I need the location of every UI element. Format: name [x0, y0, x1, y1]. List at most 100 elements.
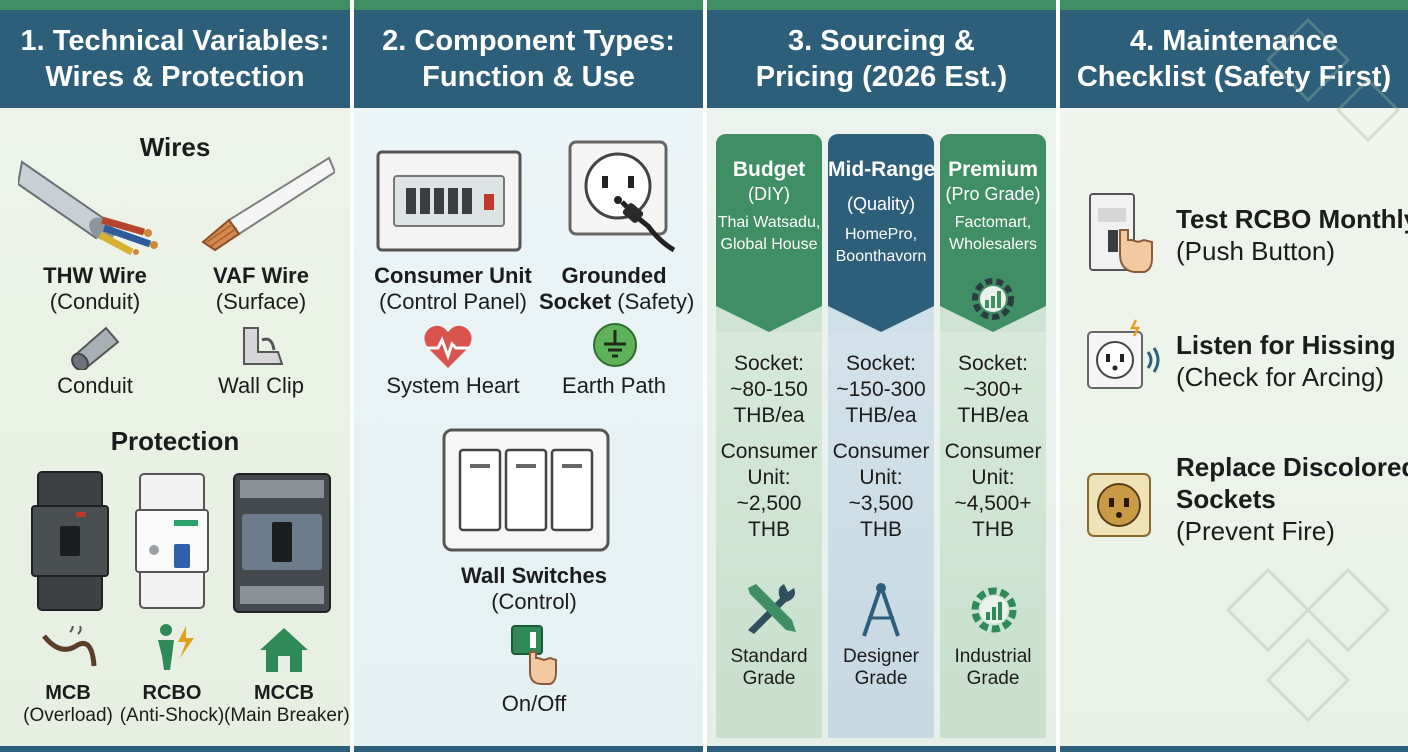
tier-socket-label: Socket:	[957, 352, 1029, 375]
gear-chart-icon	[972, 278, 1014, 320]
panel-wires-protection: 1. Technical Variables: Wires & Protecti…	[0, 0, 350, 752]
tier-cu-price: ~2,500	[736, 492, 802, 515]
maint-item-title: Replace Discolored	[1176, 452, 1408, 482]
maint-item-sub: (Prevent Fire)	[1176, 516, 1335, 546]
panel-title: 1. Technical Variables: Wires & Protecti…	[0, 10, 350, 108]
tier-name: Mid-Range	[828, 158, 934, 181]
panel-title: 2. Component Types: Function & Use	[354, 10, 703, 108]
top-accent-bar	[707, 0, 1056, 10]
tier-cu-label1: Consumer	[944, 440, 1042, 463]
heart-label: System Heart	[386, 373, 520, 398]
socket-name2: Socket	[539, 289, 612, 314]
tier-cu-label2: Unit:	[971, 466, 1015, 489]
tier-grade-line1: Standard	[730, 646, 808, 667]
consumer-unit-icon	[376, 150, 522, 252]
bottom-accent-bar	[354, 746, 703, 752]
tier-cu-label1: Consumer	[720, 440, 818, 463]
wall-clip-label: Wall Clip	[218, 373, 304, 398]
tier-socket-price: ~150-300	[836, 378, 926, 401]
bottom-accent-bar	[1060, 746, 1408, 752]
switch-use: (Control)	[491, 589, 577, 614]
tier-grade-line1: Designer	[842, 646, 920, 667]
tier-cu-price: ~4,500+	[954, 492, 1032, 515]
thw-wire-icon	[18, 160, 158, 255]
burnt-socket-icon	[1087, 473, 1151, 537]
tier-socket-price: ~80-150	[730, 378, 808, 401]
tier-grade-line2: Grade	[742, 668, 796, 689]
rcbo-icon	[135, 473, 209, 609]
panel-title-line2: Wires & Protection	[45, 61, 305, 93]
tier-stores-line1: HomePro,	[844, 226, 918, 243]
wall-clip-icon	[243, 327, 284, 365]
heart-pulse-icon	[424, 325, 472, 368]
tier-grade-line2: Grade	[966, 668, 1020, 689]
tier-cu-unit: THB	[748, 518, 790, 541]
tier-socket-price: ~300+	[963, 378, 1023, 401]
anti-shock-icon	[158, 624, 194, 670]
toggle-hand-icon	[511, 625, 557, 685]
vaf-wire-name: VAF Wire	[213, 263, 309, 288]
panel-title-line2: Pricing (2026 Est.)	[755, 61, 1008, 93]
tools-icon	[748, 584, 796, 634]
tier-cu-label2: Unit:	[747, 466, 791, 489]
mcb-use: (Overload)	[23, 705, 113, 726]
tier-sub: (Pro Grade)	[945, 184, 1041, 204]
maint-item-sub: (Push Button)	[1176, 236, 1335, 266]
tier-stores-line2: Global House	[720, 236, 818, 253]
tier-budget: Budget (DIY) Thai Watsadu, Global House …	[716, 134, 822, 738]
vaf-wire-icon	[201, 156, 335, 252]
vaf-wire-use: (Surface)	[215, 289, 307, 314]
panel-sourcing-pricing: 3. Sourcing & Pricing (2026 Est.) Budget…	[707, 0, 1056, 752]
maint-item-title: Test RCBO Monthly	[1176, 204, 1408, 234]
rcbo-name: RCBO	[142, 682, 202, 704]
protection-heading: Protection	[110, 426, 240, 456]
earth-ground-icon	[593, 323, 637, 367]
mcb-name: MCB	[45, 682, 91, 704]
tier-premium: Premium (Pro Grade) Factomart, Wholesale…	[940, 134, 1046, 738]
earth-label: Earth Path	[562, 373, 666, 398]
top-accent-bar	[1060, 0, 1408, 10]
tier-sub: (Quality)	[846, 194, 915, 214]
panel-maintenance: 4. Maintenance Checklist (Safety First) …	[1060, 0, 1408, 752]
socket-name-line: Socket (Safety)	[539, 289, 694, 315]
consumer-unit-name: Consumer Unit	[374, 263, 532, 288]
mccb-name: MCCB	[254, 682, 314, 704]
tier-midrange: Mid-Range (Quality) HomePro, Boonthavorn…	[828, 134, 934, 738]
tier-cu-label2: Unit:	[859, 466, 903, 489]
socket-plug-icon	[568, 140, 676, 253]
socket-use: (Safety)	[617, 289, 695, 314]
tier-socket-unit: THB/ea	[957, 404, 1029, 427]
wall-switch-icon	[442, 428, 610, 552]
switch-name: Wall Switches	[461, 563, 607, 588]
thw-wire-name: THW Wire	[43, 263, 147, 288]
mcb-icon	[31, 471, 109, 611]
panel-title-line2: Checklist (Safety First)	[1076, 61, 1392, 93]
tier-sub: (DIY)	[748, 184, 790, 204]
conduit-icon	[71, 326, 120, 370]
tier-socket-label: Socket:	[733, 352, 805, 375]
panel-title: 3. Sourcing & Pricing (2026 Est.)	[707, 10, 1056, 108]
panel-title-line1: 1. Technical Variables:	[20, 25, 330, 57]
tier-cu-unit: THB	[860, 518, 902, 541]
compass-icon	[862, 583, 900, 637]
maint-item-title: Listen for Hissing	[1176, 330, 1396, 360]
maint-item-sub: (Check for Arcing)	[1176, 362, 1385, 392]
conduit-label: Conduit	[57, 373, 133, 398]
consumer-unit-use: (Control Panel)	[379, 289, 527, 314]
tier-grade-line1: Industrial	[954, 646, 1032, 667]
tier-cu-label1: Consumer	[832, 440, 930, 463]
thw-wire-use: (Conduit)	[49, 289, 141, 314]
socket-name: Grounded	[561, 263, 667, 288]
bottom-accent-bar	[0, 746, 350, 752]
pattern-decoration	[1225, 567, 1391, 723]
panel-title-line1: 4. Maintenance	[1130, 25, 1338, 57]
panel-title-line2: Function & Use	[422, 61, 635, 93]
tier-socket-label: Socket:	[845, 352, 917, 375]
rcbo-use: (Anti-Shock)	[119, 705, 225, 726]
panel-title-line1: 2. Component Types:	[382, 25, 675, 57]
rcbo-test-icon	[1089, 193, 1153, 273]
top-accent-bar	[0, 0, 350, 10]
tier-socket-unit: THB/ea	[733, 404, 805, 427]
maint-item-title-line2: Sockets	[1176, 484, 1276, 514]
